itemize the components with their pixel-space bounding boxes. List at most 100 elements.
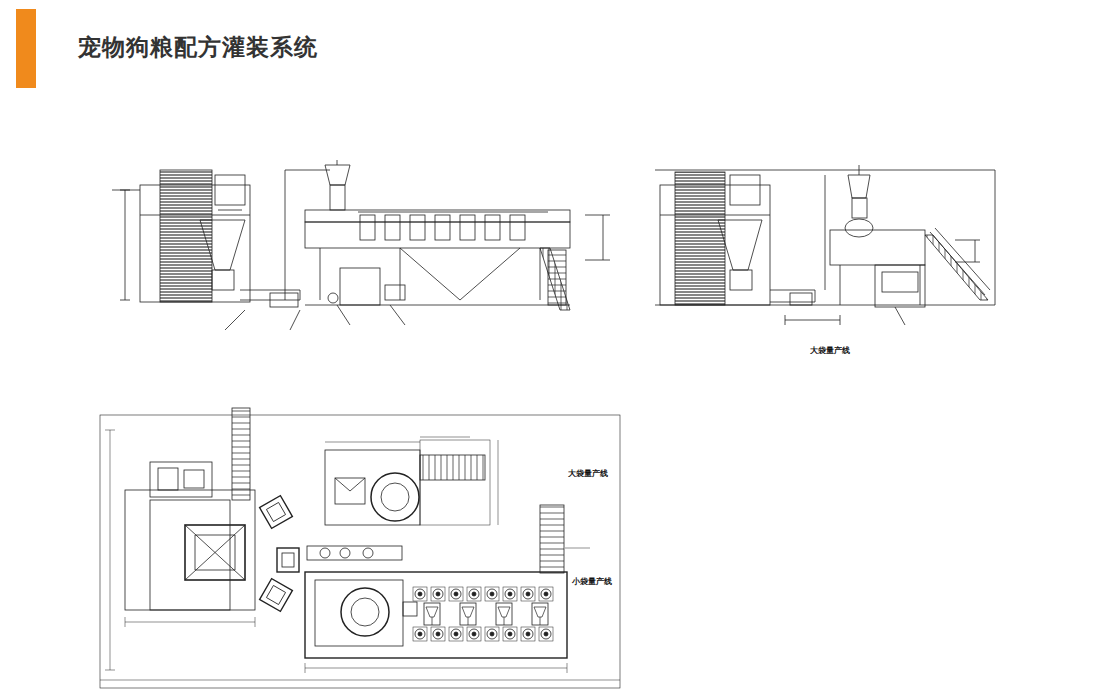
plan-view-part — [307, 546, 402, 560]
large-bag-elevation-part — [852, 198, 867, 218]
plan-view-part — [325, 450, 420, 525]
full-line-elevation-part — [330, 185, 345, 210]
plan-view-part — [105, 430, 115, 670]
plan-view-part — [340, 548, 350, 558]
plan-view-part — [185, 525, 245, 580]
large-bag-elevation-part — [955, 240, 980, 262]
large-bag-elevation-part — [655, 305, 995, 306]
plan-view-part — [413, 627, 427, 641]
plan-view-part — [184, 470, 204, 488]
large-bag-elevation-part — [840, 265, 920, 305]
plan-view — [100, 408, 620, 688]
full-line-elevation-part — [337, 305, 350, 325]
full-line-elevation-part — [435, 215, 450, 240]
plan-view-part — [431, 627, 445, 641]
large-bag-elevation-part — [825, 175, 826, 290]
full-line-elevation — [112, 160, 610, 330]
large-bag-elevation-part — [785, 315, 840, 325]
large-bag-elevation-part — [655, 170, 995, 171]
plan-view-part — [260, 579, 293, 612]
plan-view-part — [335, 478, 365, 504]
full-line-elevation-part — [390, 305, 405, 325]
plan-view-part — [503, 627, 517, 641]
plan-view-part — [341, 588, 389, 636]
full-line-elevation-part — [548, 250, 566, 305]
large-bag-elevation-part — [730, 270, 752, 290]
full-line-elevation-part — [585, 215, 610, 260]
large-bag-elevation-part — [830, 230, 925, 265]
large-bag-elevation-part — [895, 307, 905, 325]
plan-view-part — [100, 680, 620, 681]
plan-view-part — [320, 548, 330, 558]
large-bag-elevation-part — [925, 235, 988, 300]
large-bag-elevation-part — [859, 165, 860, 175]
plan-view-part — [260, 496, 293, 529]
plan-view-part — [185, 525, 245, 580]
plan-view-part — [325, 442, 420, 443]
plan-view-part — [532, 603, 548, 625]
plan-view-part — [424, 603, 440, 625]
full-line-elevation-part — [225, 310, 245, 330]
plan-view-part — [305, 572, 567, 658]
plan-view-part — [381, 483, 409, 511]
plan-view-part — [540, 505, 564, 573]
full-line-elevation-part — [385, 215, 400, 240]
large-bag-elevation-part — [930, 228, 990, 295]
plan-view-part-part — [266, 502, 285, 521]
plan-view-part — [420, 440, 490, 525]
full-line-elevation-part — [305, 210, 570, 222]
line-label: 大袋量产线 — [809, 347, 851, 356]
full-line-elevation-part — [212, 270, 234, 290]
large-bag-elevation-part — [790, 293, 812, 305]
full-line-elevation-part — [360, 215, 375, 240]
plan-view-part — [305, 663, 567, 673]
plan-view-part — [413, 587, 427, 601]
plan-view-part — [485, 587, 499, 601]
full-line-elevation-part — [140, 185, 250, 302]
plan-view-part — [335, 478, 365, 491]
large-bag-elevation-part — [882, 272, 918, 292]
full-line-elevation-part — [325, 165, 350, 185]
full-line-elevation-part — [140, 215, 250, 216]
full-line-elevation-part — [218, 210, 242, 211]
full-line-elevation-part — [328, 293, 338, 303]
plan-view-part — [403, 602, 417, 616]
large-bag-elevation-part — [660, 185, 770, 305]
full-line-elevation-part — [320, 248, 540, 300]
plan-view-part-part — [266, 585, 285, 604]
full-line-elevation-part — [510, 215, 525, 240]
plan-view-part — [460, 603, 476, 625]
plan-view-part — [521, 627, 535, 641]
plan-view-part — [277, 548, 299, 572]
full-line-elevation-part — [290, 310, 300, 330]
plan-view-part-part — [260, 496, 293, 529]
full-line-elevation-part — [305, 305, 570, 306]
full-line-elevation-part — [285, 170, 330, 300]
large-bag-elevation-part — [875, 265, 925, 307]
plan-view-part — [521, 587, 535, 601]
large-bag-elevation — [655, 165, 995, 325]
accent-bar — [16, 9, 36, 88]
plan-view-part-part — [260, 579, 293, 612]
full-line-elevation-part — [385, 285, 405, 300]
plan-view-part — [232, 408, 250, 500]
full-line-elevation-part — [540, 248, 570, 310]
line-label: 大袋量产线 — [567, 470, 609, 479]
plan-view-part — [125, 617, 255, 627]
full-line-elevation-part — [485, 215, 500, 240]
large-bag-elevation-part — [770, 290, 815, 302]
full-line-elevation-part — [340, 268, 380, 305]
plan-view-part — [565, 548, 590, 549]
full-line-elevation-part — [200, 220, 245, 270]
large-bag-elevation-part — [730, 175, 760, 205]
plan-view-part — [125, 490, 255, 610]
full-line-elevation-part — [305, 222, 570, 248]
full-line-elevation-part — [337, 160, 338, 165]
page-title: 宠物狗粮配方灌装系统 — [78, 32, 318, 63]
large-bag-elevation-part — [718, 220, 762, 270]
plan-view-part — [351, 598, 379, 626]
plan-view-part — [371, 473, 419, 521]
plan-view-part — [420, 437, 470, 438]
plan-view-part — [431, 587, 445, 601]
